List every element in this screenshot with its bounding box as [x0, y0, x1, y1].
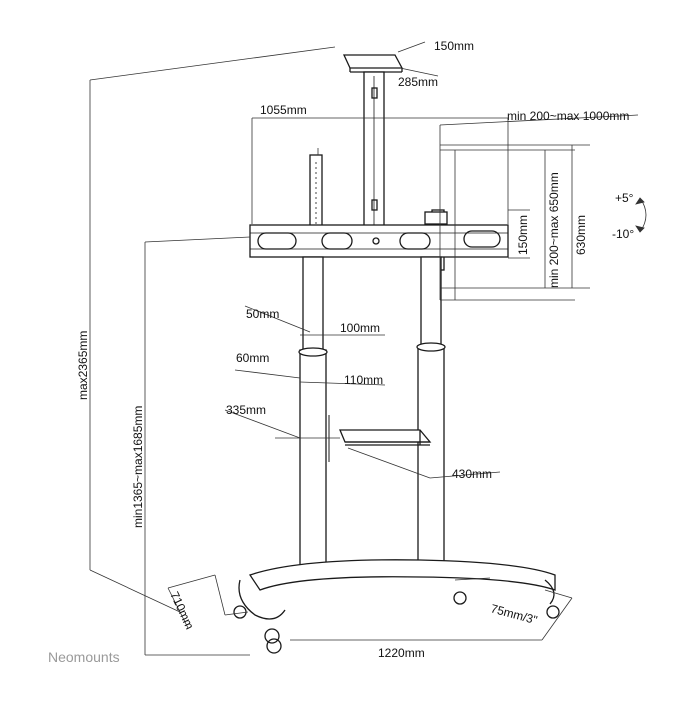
label-shelf-width: 430mm: [452, 467, 492, 481]
tv-cart-illustration: [233, 54, 560, 654]
label-mount-height-range: min1365~max1685mm: [131, 406, 145, 528]
label-max-height: max2365mm: [76, 331, 90, 400]
label-vesa-vertical: min 200~max 650mm: [547, 172, 561, 288]
top-shelf: [342, 54, 404, 73]
brand-logo-text: Neomounts: [48, 649, 120, 665]
base: [238, 559, 556, 620]
label-screen-height: 630mm: [574, 215, 588, 255]
casters: [233, 591, 560, 654]
label-lower-pole-width: 110mm: [344, 373, 383, 387]
label-arm-height: 150mm: [516, 215, 530, 255]
center-column: [363, 71, 385, 231]
label-top-plate-width: 150mm: [434, 39, 474, 53]
label-tilt-down: -10°: [612, 227, 634, 241]
label-top-plate-depth: 285mm: [398, 75, 438, 89]
shelf: [339, 429, 432, 446]
label-base-depth: 710mm: [167, 589, 197, 631]
label-vesa-horizontal: min 200~max 1000mm: [507, 109, 629, 123]
label-shelf-depth: 335mm: [226, 403, 266, 417]
label-base-width: 1220mm: [378, 646, 425, 660]
label-upper-pole-offset: 50mm: [246, 307, 279, 321]
label-tilt-up: +5°: [615, 191, 634, 205]
poles: [298, 256, 446, 571]
label-upper-pole-width: 100mm: [340, 321, 380, 335]
label-mount-width: 1055mm: [260, 103, 307, 117]
label-caster-size: 75mm/3": [489, 601, 539, 627]
dimension-lines: [89, 41, 647, 656]
label-lower-pole-offset: 60mm: [236, 351, 269, 365]
mounting-rails: [249, 211, 509, 273]
